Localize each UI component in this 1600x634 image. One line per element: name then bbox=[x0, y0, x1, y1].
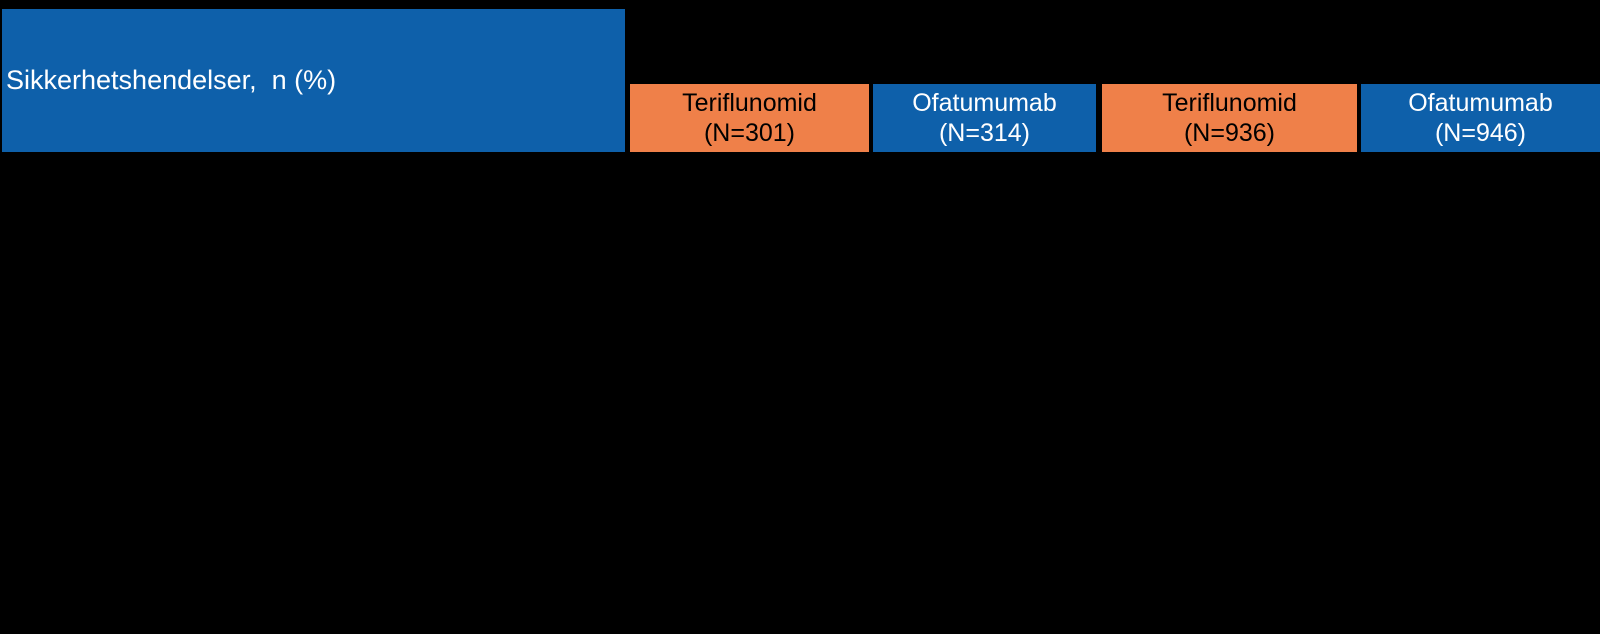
column-n-count: (N=301) bbox=[703, 119, 795, 147]
table-title: Sikkerhetshendelser, n (%) bbox=[6, 65, 337, 95]
column-label: Teriflunomid bbox=[1162, 89, 1297, 117]
table-title-cell: Sikkerhetshendelser, n (%) bbox=[2, 9, 625, 152]
column-n-count: (N=314) bbox=[938, 119, 1030, 147]
column-label: Ofatumumab bbox=[912, 89, 1057, 117]
column-header-teriflunomid-n936: Teriflunomid (N=936) bbox=[1100, 82, 1359, 154]
column-label: Ofatumumab bbox=[1408, 89, 1553, 117]
column-header-ofatumumab-n314: Ofatumumab (N=314) bbox=[871, 82, 1098, 154]
column-header-teriflunomid-n301: Teriflunomid (N=301) bbox=[628, 82, 871, 154]
column-n-count: (N=946) bbox=[1434, 119, 1526, 147]
column-n-count: (N=936) bbox=[1183, 119, 1275, 147]
column-header-ofatumumab-n946: Ofatumumab (N=946) bbox=[1359, 82, 1600, 154]
column-label: Teriflunomid bbox=[682, 89, 817, 117]
